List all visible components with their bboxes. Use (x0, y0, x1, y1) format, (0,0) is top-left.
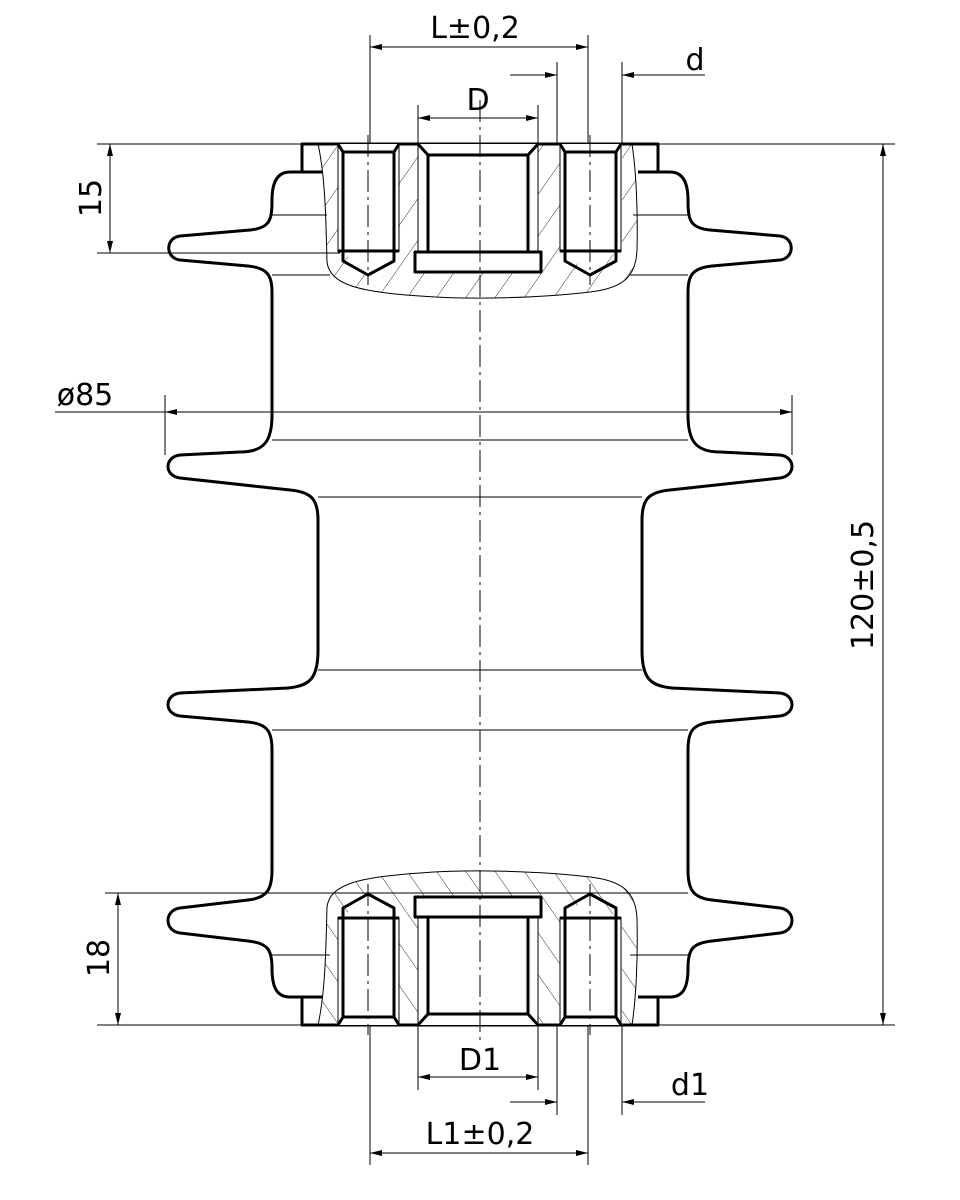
dim-top-depth: 15 (74, 179, 109, 217)
dim-top-bolt-diameter: d (685, 43, 704, 78)
dim-bottom-bore-diameter: D1 (459, 1043, 501, 1078)
dim-bottom-depth: 18 (82, 939, 117, 977)
bottom-section (316, 869, 639, 1027)
dim-bottom-pitch: L1±0,2 (426, 1117, 535, 1152)
dim-fin-diameter: ø85 (57, 378, 114, 413)
dim-top-bore-diameter: D (466, 83, 489, 118)
dim-top-pitch: L±0,2 (430, 11, 520, 46)
dim-bottom-bolt-diameter: d1 (671, 1068, 709, 1103)
top-section (316, 142, 639, 300)
dim-overall-height: 120±0,5 (846, 520, 881, 650)
